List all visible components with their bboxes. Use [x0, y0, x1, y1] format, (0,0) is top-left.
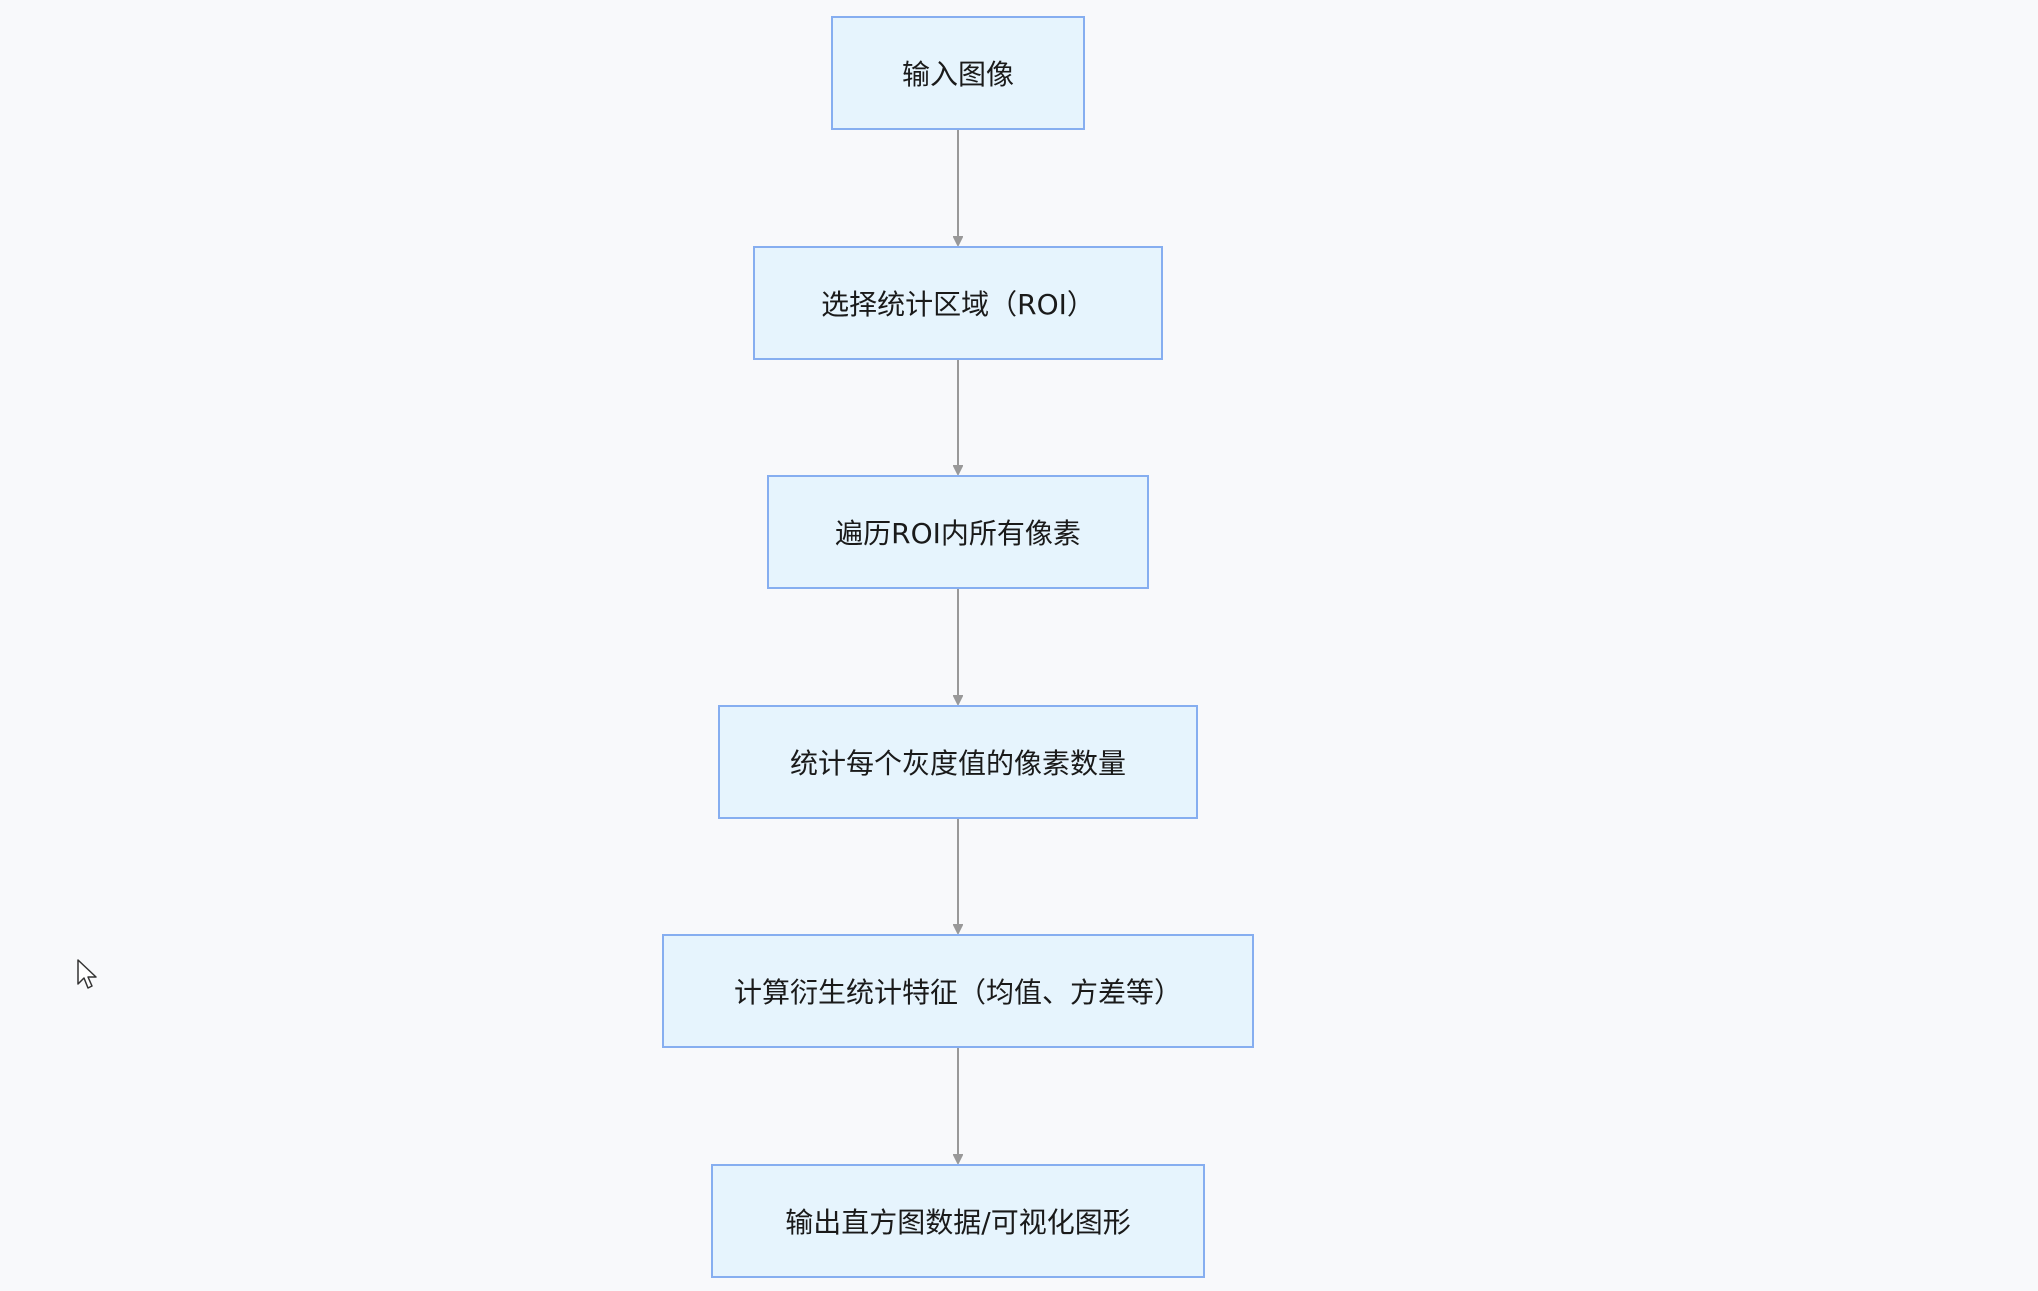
node-select-roi[interactable]: 选择统计区域（ROI）: [753, 246, 1163, 360]
node-label: 计算衍生统计特征（均值、方差等）: [733, 976, 1182, 1009]
node-label: 统计每个灰度值的像素数量: [789, 747, 1126, 780]
mouse-pointer-icon: [77, 959, 97, 989]
node-label: 输入图像: [901, 58, 1014, 91]
node-traverse-pixels[interactable]: 遍历ROI内所有像素: [767, 475, 1149, 589]
node-compute-statistics[interactable]: 计算衍生统计特征（均值、方差等）: [662, 934, 1254, 1048]
node-label: 选择统计区域（ROI）: [821, 288, 1095, 321]
node-count-gray-values[interactable]: 统计每个灰度值的像素数量: [718, 705, 1198, 819]
node-label: 输出直方图数据/可视化图形: [785, 1206, 1131, 1239]
node-input-image[interactable]: 输入图像: [831, 16, 1085, 130]
node-label: 遍历ROI内所有像素: [835, 517, 1081, 550]
node-output-histogram[interactable]: 输出直方图数据/可视化图形: [711, 1164, 1205, 1278]
